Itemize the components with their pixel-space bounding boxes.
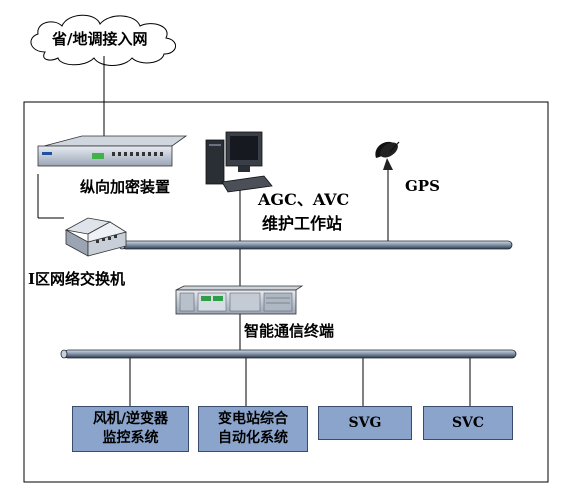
subsystem-label-line1: 变电站综合 [218, 411, 288, 427]
terminal-label: 智能通信终端 [244, 322, 335, 340]
workstation-icon [205, 131, 273, 193]
cloud-icon [30, 14, 176, 66]
workstation-label-line2: 维护工作站 [262, 214, 343, 233]
cloud-label: 省/地调接入网 [52, 30, 148, 48]
subsystem-box-svg: SVG [318, 406, 412, 440]
subsystem-label-line1: SVG [348, 414, 382, 431]
subsystem-label-line1: 风机/逆变器 [92, 411, 169, 427]
workstation-label-line1: AGC、AVC [258, 190, 350, 209]
lower-bus [60, 349, 517, 359]
subsystem-label-line2: 自动化系统 [218, 430, 288, 446]
encryption-device-label: 纵向加密装置 [80, 178, 171, 196]
subsystem-label-line1: SVC [451, 414, 485, 431]
connection-lines [37, 56, 471, 407]
gps-label: GPS [405, 177, 440, 195]
switch-label: I区网络交换机 [28, 270, 126, 288]
encryption-device-icon [37, 135, 188, 167]
subsystem-box-svc: SVC [423, 406, 513, 440]
system-boundary [23, 101, 549, 483]
network-switch-icon [64, 217, 127, 257]
subsystem-box-substation: 变电站综合 自动化系统 [198, 406, 308, 452]
subsystem-label-line2: 监控系统 [102, 430, 159, 446]
gps-antenna-icon [375, 141, 400, 170]
subsystem-box-wind-inverter: 风机/逆变器 监控系统 [72, 406, 189, 452]
terminal-device-icon [175, 285, 304, 315]
upper-bus [118, 240, 513, 250]
